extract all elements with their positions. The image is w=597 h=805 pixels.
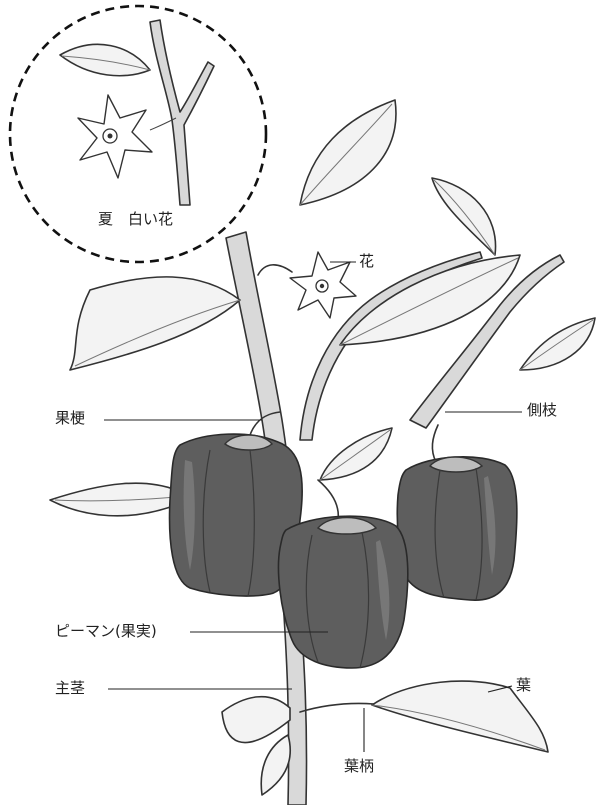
leaf-bottom-left-2 [261,735,290,795]
label-flower: 花 [359,254,374,269]
leaf-right-top [432,178,496,255]
petiole [300,703,374,712]
label-petiole: 葉柄 [344,759,374,774]
label-side-branch: 側枝 [527,403,557,418]
peduncle-right [432,425,438,462]
pepper-right [397,457,517,600]
label-leaf: 葉 [516,678,531,693]
label-main-stem: 主茎 [55,681,85,696]
leaf-left-lower [50,483,176,516]
peduncle-middle [318,480,338,520]
label-peduncle: 果梗 [55,411,85,426]
label-fruit: ピーマン(果実) [55,624,157,639]
inset-caption: 夏 白い花 [98,212,173,227]
leaf-bottom-left [222,697,290,743]
